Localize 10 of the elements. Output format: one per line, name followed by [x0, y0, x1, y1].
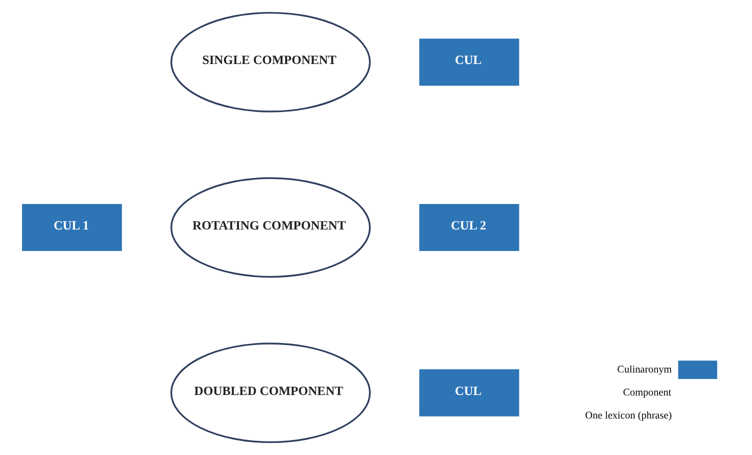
node-ellipse: SINGLE COMPONENT [170, 12, 370, 112]
legend-label: One lexicon (phrase) [584, 410, 672, 422]
node-box: CUL 2 [418, 204, 519, 252]
node-box: CUL 1 [22, 204, 122, 252]
node-ellipse: DOUBLED COMPONENT [170, 342, 370, 444]
legend-label: Culinaronym [616, 364, 672, 376]
node-ellipse: ROTATING COMPONENT [170, 177, 370, 278]
node-box: CUL [418, 38, 519, 86]
legend-label: Component [622, 387, 671, 398]
node-box: CUL [418, 369, 519, 416]
